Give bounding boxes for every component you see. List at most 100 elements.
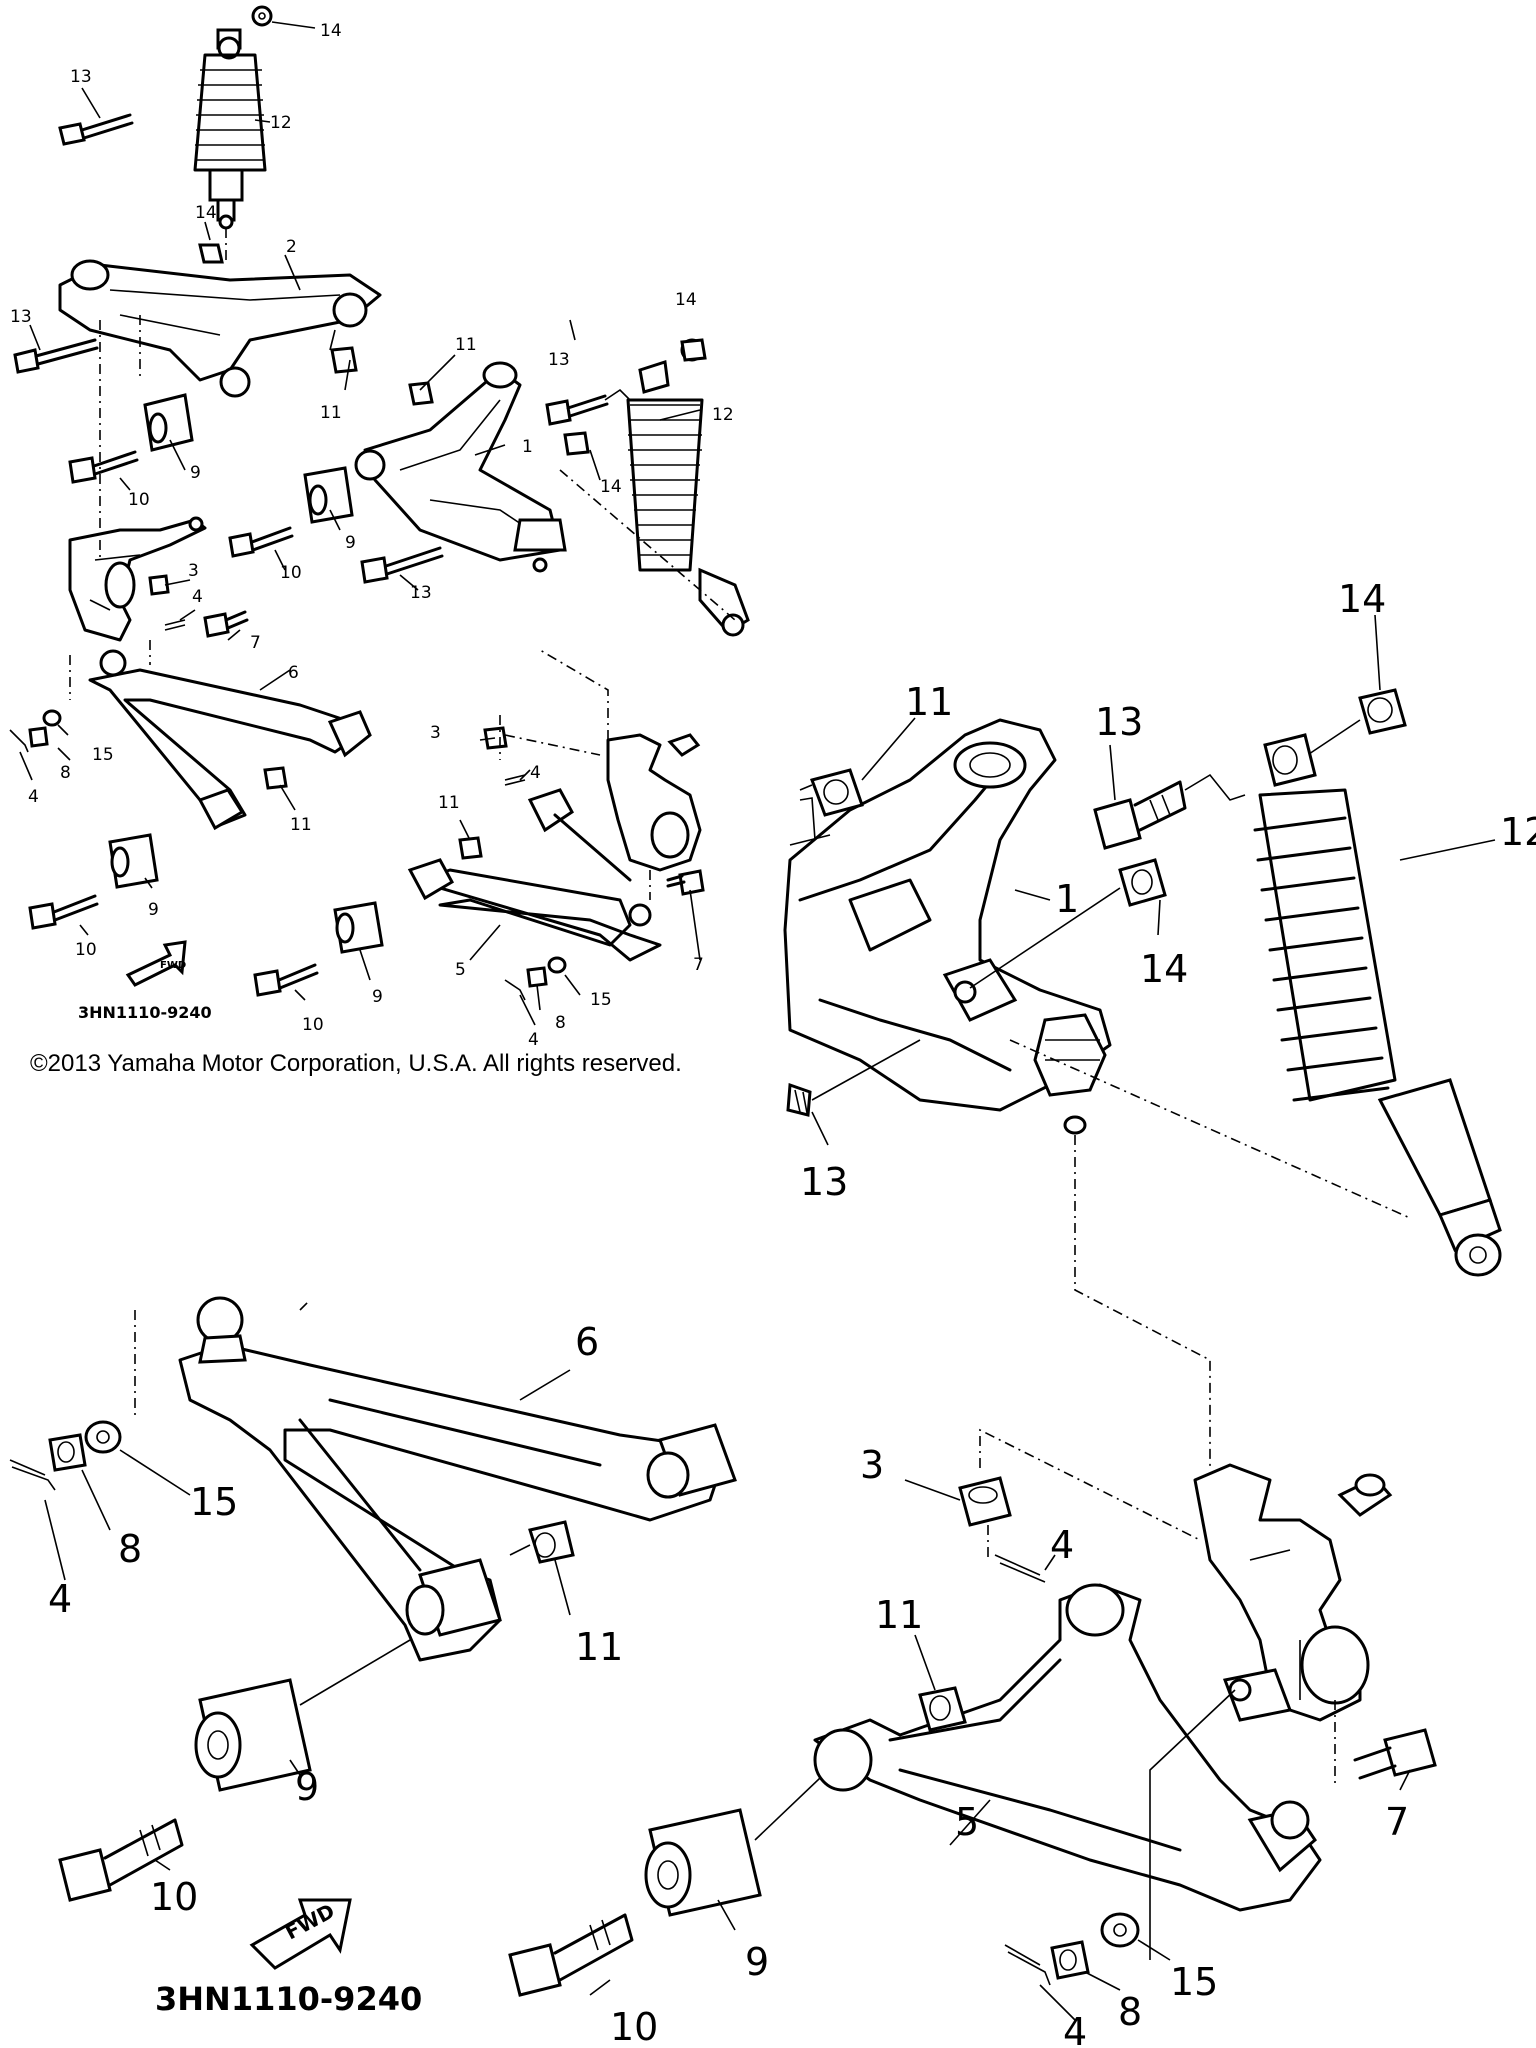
enlarged-upper-arm-and-shock [783,688,1502,1470]
nut-icon [408,381,434,406]
nut-icon [958,1476,1012,1527]
nut-icon [48,1433,87,1472]
callout-14: 14 [320,21,342,41]
shock-absorber-right-small [559,338,750,637]
bolt-icon [68,450,139,484]
washer-icon [547,956,567,974]
nut-icon [198,243,224,264]
callout-9: 9 [372,987,383,1007]
callout-13: 13 [70,67,92,87]
callout-9: 9 [745,1940,769,1984]
callout-3: 3 [430,723,441,743]
bushing-icon [108,833,159,889]
callout-4: 4 [528,1030,539,1050]
callout-8: 8 [555,1013,566,1033]
callout-8: 8 [60,763,71,783]
cotter-pin-icon [504,979,526,1001]
nut-icon [1118,858,1167,907]
svg-text:FWD: FWD [160,960,186,971]
callout-2: 2 [286,237,297,257]
nut-icon [528,1520,575,1564]
cotter-pin-icon [994,1554,1046,1583]
callout-11: 11 [290,815,312,835]
cotter-pin-icon [1004,1944,1051,1986]
callout-6: 6 [575,1320,599,1364]
bolt-icon [253,963,319,997]
callout-14: 14 [1338,577,1386,621]
nut-icon [526,966,548,988]
callout-7: 7 [250,633,261,653]
bolt-icon [28,894,99,930]
callout-5: 5 [455,960,466,980]
callout-1: 1 [1055,877,1079,921]
upper-arm-1 [354,361,567,573]
nut-icon [789,768,864,846]
cotter-pin-icon [9,1459,56,1491]
cotter-pin-icon [9,729,29,753]
enlarged-lower-arm-6: FWD 3HN1110-9240 [9,1296,737,2018]
callout-9: 9 [295,1765,319,1809]
bolt-icon [13,338,99,374]
bushing-icon [143,393,194,452]
bolt-icon [58,113,134,146]
callout-4: 4 [1063,2010,1087,2048]
callout-11: 11 [905,680,953,724]
callout-10: 10 [128,490,150,510]
bolt-icon [508,1913,634,1997]
nut-icon [483,726,508,750]
callout-10: 10 [75,940,97,960]
nut-icon [1358,688,1407,735]
upper-arm-2 [58,259,382,560]
nut-icon [1050,1940,1090,1980]
callout-4: 4 [530,763,541,783]
bushing-icon [194,1678,312,1792]
callout-4: 4 [192,587,203,607]
lower-arm-6 [88,649,372,831]
callout-11: 11 [575,1625,623,1669]
callout-9: 9 [345,533,356,553]
nut-icon [918,1686,967,1732]
bolt-icon [203,610,249,638]
callout-8: 8 [1118,1990,1142,2034]
bolt-icon [228,526,294,558]
bolt-icon [58,1818,184,1902]
bushing-icon [333,901,384,954]
bolt-icon [360,546,444,584]
callout-7: 7 [693,955,704,975]
callout-13: 13 [800,1160,848,1204]
overview-diagram: FWD 3HN1110-9240 14 13 12 14 2 13 11 11 … [9,5,750,1050]
washer-icon [84,1420,122,1454]
callout-10: 10 [610,2005,658,2048]
callout-15: 15 [190,1480,238,1524]
bolt-icon [666,869,705,896]
callout-14: 14 [195,203,217,223]
callout-15: 15 [590,990,612,1010]
callout-13: 13 [410,583,432,603]
nut-icon [28,726,49,748]
callout-7: 7 [1385,1800,1409,1844]
diagram-code-small: 3HN1110-9240 [78,1003,212,1022]
lower-arm-5 [407,788,662,962]
nut-icon [458,836,483,860]
callout-10: 10 [150,1875,198,1919]
callout-9: 9 [148,900,159,920]
callout-3: 3 [188,561,199,581]
callout-4: 4 [28,787,39,807]
nut-icon [563,431,590,456]
callout-13: 13 [1095,700,1143,744]
callout-11: 11 [455,335,477,355]
shock-absorber-large [1253,733,1502,1277]
callout-4: 4 [48,1577,72,1621]
callout-5: 5 [955,1800,979,1844]
callout-3: 3 [860,1443,884,1487]
cotter-pin-icon [504,774,526,786]
callout-12: 12 [1500,810,1536,854]
shock-absorber-left [193,28,267,260]
nut-icon [251,5,273,27]
nut-icon [263,766,288,790]
callout-14: 14 [600,477,622,497]
callout-8: 8 [118,1527,142,1571]
bolt-icon [1093,780,1187,850]
bushing-icon [303,466,354,524]
callout-15: 15 [1170,1960,1218,2004]
